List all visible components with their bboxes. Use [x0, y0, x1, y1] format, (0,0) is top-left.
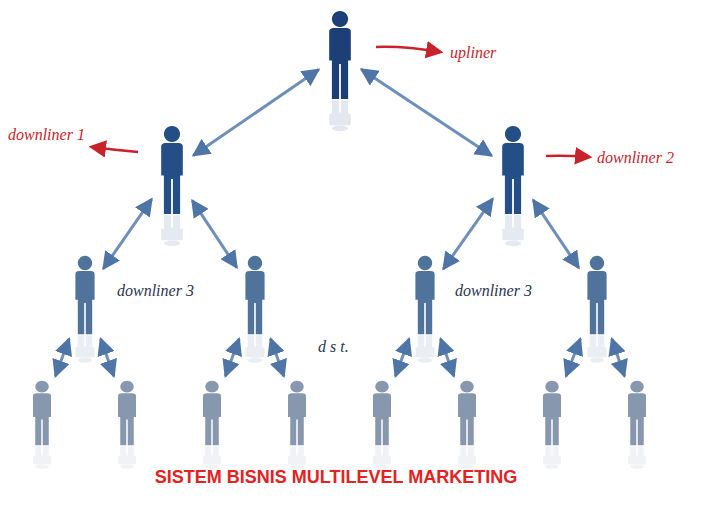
person-node	[27, 380, 57, 446]
person-node: downliner 3	[409, 255, 441, 335]
double-arrow	[612, 339, 625, 376]
person-figure	[322, 10, 358, 100]
person-node	[367, 380, 397, 446]
leader-arrow	[376, 47, 440, 52]
person-node	[239, 255, 271, 335]
double-arrow	[192, 200, 237, 267]
person-figure	[27, 380, 57, 446]
person-node	[112, 380, 142, 446]
role-label: downliner 3	[115, 281, 196, 301]
person-figure	[452, 380, 482, 446]
double-arrow	[225, 339, 239, 376]
double-arrow	[566, 339, 580, 377]
double-arrow	[395, 339, 409, 376]
double-arrow	[441, 339, 454, 376]
person-figure	[154, 125, 190, 215]
person-figure	[69, 255, 101, 335]
role-label: downliner 2	[595, 148, 676, 168]
person-node	[452, 380, 482, 446]
person-node	[282, 380, 312, 446]
double-arrow	[533, 200, 579, 268]
person-node: upliner	[322, 10, 358, 100]
person-figure	[409, 255, 441, 335]
person-figure	[581, 255, 613, 335]
person-figure	[197, 380, 227, 446]
double-arrow	[193, 70, 318, 156]
person-figure	[112, 380, 142, 446]
role-label: downliner 1	[6, 125, 87, 145]
double-arrow	[103, 199, 151, 269]
role-label: upliner	[448, 43, 498, 63]
leader-arrow	[546, 156, 589, 157]
note-label: d s t.	[316, 337, 351, 357]
double-arrow	[55, 339, 69, 376]
person-figure	[537, 380, 567, 446]
person-node: downliner 3	[69, 255, 101, 335]
person-node	[581, 255, 613, 335]
person-figure	[622, 380, 652, 446]
person-figure	[367, 380, 397, 446]
person-figure	[282, 380, 312, 446]
person-figure	[495, 125, 531, 215]
person-node: downliner 1	[154, 125, 190, 215]
person-figure	[239, 255, 271, 335]
double-arrow	[271, 339, 284, 376]
leader-arrow	[92, 147, 138, 152]
diagram-title: SISTEM BISNIS MULTILEVEL MARKETING	[155, 467, 517, 487]
role-label: downliner 3	[453, 281, 534, 301]
person-node: downliner 2	[495, 125, 531, 215]
person-node	[197, 380, 227, 446]
double-arrow	[101, 339, 114, 376]
person-node	[622, 380, 652, 446]
person-node	[537, 380, 567, 446]
double-arrow	[443, 199, 492, 269]
double-arrow	[361, 69, 491, 156]
title-box: SISTEM BISNIS MULTILEVEL MARKETING	[0, 467, 672, 488]
